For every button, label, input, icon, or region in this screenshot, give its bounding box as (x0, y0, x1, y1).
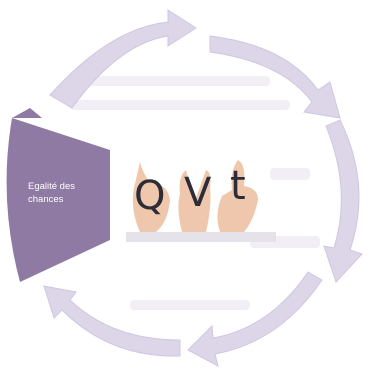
arrow-bottom-right (188, 272, 322, 366)
segment-label-egalite: Egalité des chances (28, 180, 98, 206)
letter-v: V (184, 173, 211, 213)
arrow-top (50, 10, 196, 108)
arrow-bottom-left (44, 286, 180, 356)
arrow-right (324, 120, 362, 282)
letter-t: t (230, 166, 246, 206)
letter-q: Q (134, 176, 165, 216)
qvt-letters: Q V t (128, 160, 268, 240)
segment-top-notch (12, 108, 42, 118)
